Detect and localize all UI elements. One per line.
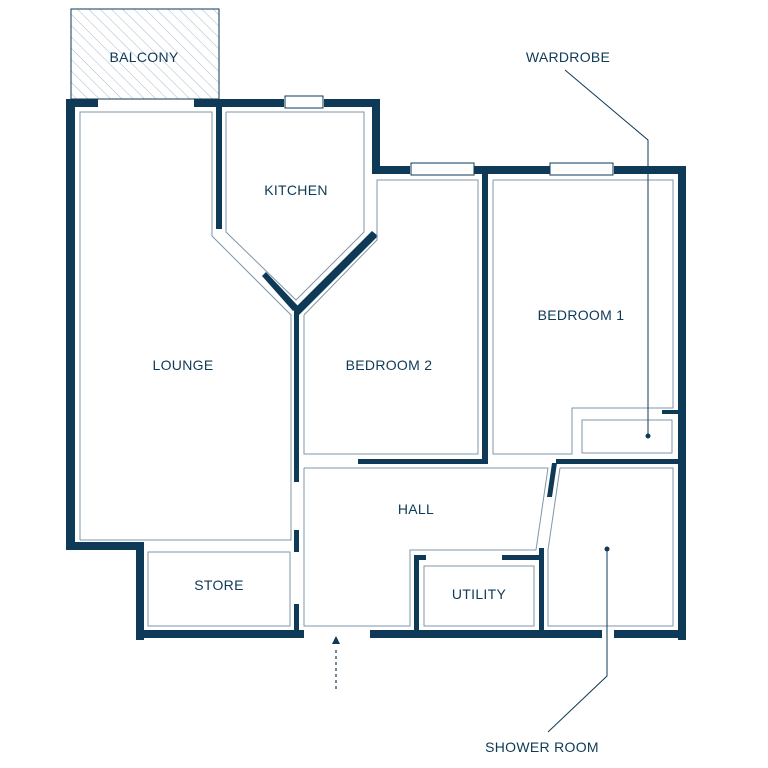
shower-room-leader	[547, 546, 610, 733]
callout-label-shower-room: SHOWER ROOM	[485, 739, 599, 755]
wardrobe-leader	[564, 69, 651, 439]
internal-walls	[216, 107, 682, 634]
room-label-bedroom-2: BEDROOM 2	[346, 357, 433, 373]
room-outlines	[79, 111, 674, 627]
room-label-balcony: BALCONY	[109, 49, 178, 65]
room-label-store: STORE	[194, 577, 243, 593]
callout-label-wardrobe: WARDROBE	[526, 49, 610, 65]
room-label-bedroom-1: BEDROOM 1	[538, 307, 625, 323]
room-label-hall: HALL	[398, 501, 434, 517]
windows	[284, 95, 614, 176]
outer-walls	[66, 99, 686, 640]
room-label-lounge: LOUNGE	[153, 357, 214, 373]
balcony	[70, 8, 220, 100]
room-label-utility: UTILITY	[452, 586, 507, 602]
room-label-kitchen: KITCHEN	[264, 182, 328, 198]
entry-arrow	[332, 636, 340, 692]
